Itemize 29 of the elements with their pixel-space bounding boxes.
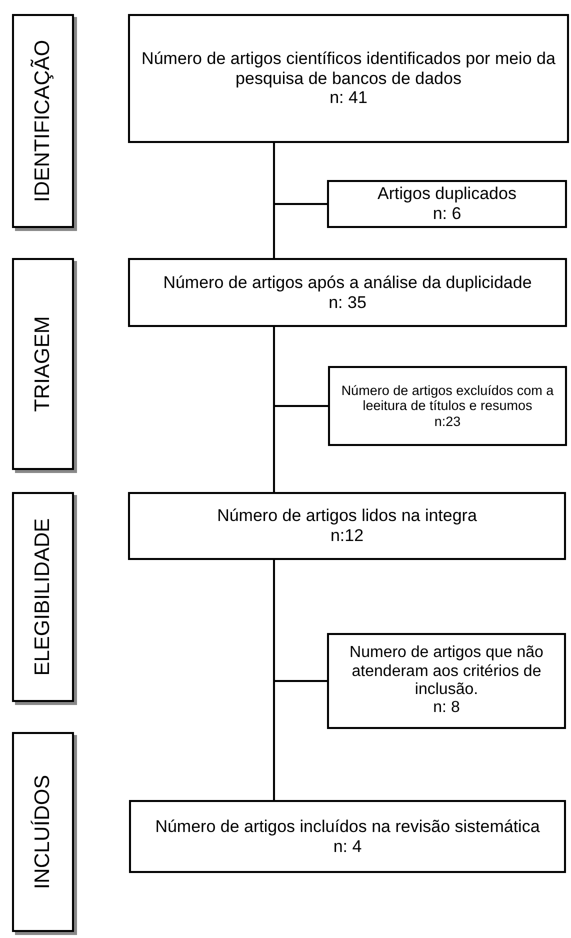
phase-label: TRIAGEM: [31, 316, 55, 412]
phase-label-box: [12, 492, 74, 702]
box-text: Número de artigos após a análise da duplicidade: [163, 272, 532, 292]
count-text: n: 4: [333, 836, 362, 856]
phase-label-box: [12, 14, 74, 228]
process-box: [327, 180, 567, 228]
box-text: Numero de artigos que não atenderam aos critérios de inclusão.: [348, 644, 544, 700]
count-text: n:23: [434, 414, 461, 430]
process-box: [128, 492, 566, 560]
box-text: Número de artigos lidos na integra: [217, 506, 477, 526]
process-box: [327, 633, 566, 729]
connector-line: [273, 560, 275, 800]
count-text: n: 8: [433, 699, 460, 718]
box-text: Artigos duplicados: [378, 184, 516, 204]
process-box: [328, 366, 567, 446]
connector-line: [273, 143, 275, 258]
process-box: [128, 14, 569, 143]
phase-label: INCLUÍDOS: [31, 774, 55, 890]
count-text: n: 41: [330, 88, 368, 108]
box-text: Número de artigos incluídos na revisão sistemática: [155, 816, 540, 836]
phase-label-box: [12, 258, 74, 470]
process-box: [128, 258, 567, 327]
count-text: n: 6: [432, 204, 462, 224]
phase-label: ELEGIBILIDADE: [31, 518, 55, 676]
count-text: n:12: [330, 526, 364, 546]
process-box: [129, 800, 566, 873]
count-text: n: 35: [328, 292, 366, 312]
phase-label-box: [12, 732, 74, 932]
phase-label: IDENTIFICAÇÃO: [31, 40, 55, 202]
